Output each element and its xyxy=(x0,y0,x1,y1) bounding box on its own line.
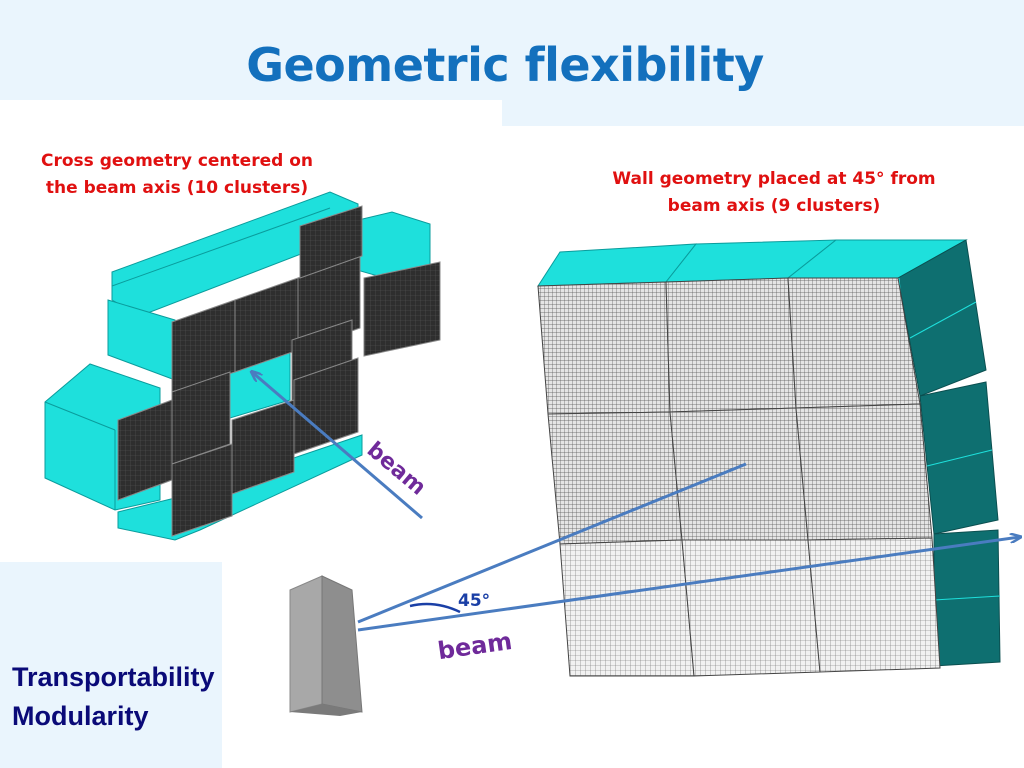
bottom-left-band xyxy=(0,562,222,768)
wall-caption-line2: beam axis (9 clusters) xyxy=(667,196,881,216)
cross-caption-line1: Cross geometry centered on xyxy=(41,151,313,171)
angled-beam-line xyxy=(357,462,747,624)
left-beam-arrow xyxy=(252,372,423,520)
right-beam-arrow xyxy=(357,537,1020,632)
right-band xyxy=(502,100,1024,126)
slide-title: Geometric flexibility xyxy=(246,38,764,92)
header-band xyxy=(0,0,1024,100)
source-block xyxy=(289,575,363,716)
cross-geometry-caption: Cross geometry centered on the beam axis… xyxy=(12,148,342,202)
cross-geometry-detector xyxy=(44,191,441,541)
angle-arc xyxy=(409,602,461,614)
right-beam-label: beam xyxy=(436,627,514,665)
wall-geometry-caption: Wall geometry placed at 45° from beam ax… xyxy=(584,166,964,220)
left-beam-label: beam xyxy=(362,437,431,500)
cross-caption-line2: the beam axis (10 clusters) xyxy=(45,178,309,198)
wall-caption-line1: Wall geometry placed at 45° from xyxy=(612,169,936,189)
keyword-transportability: Transportability xyxy=(12,662,215,692)
keyword-modularity: Modularity xyxy=(12,701,149,731)
wall-geometry-detector xyxy=(537,239,1001,677)
angle-label: 45° xyxy=(458,591,490,611)
